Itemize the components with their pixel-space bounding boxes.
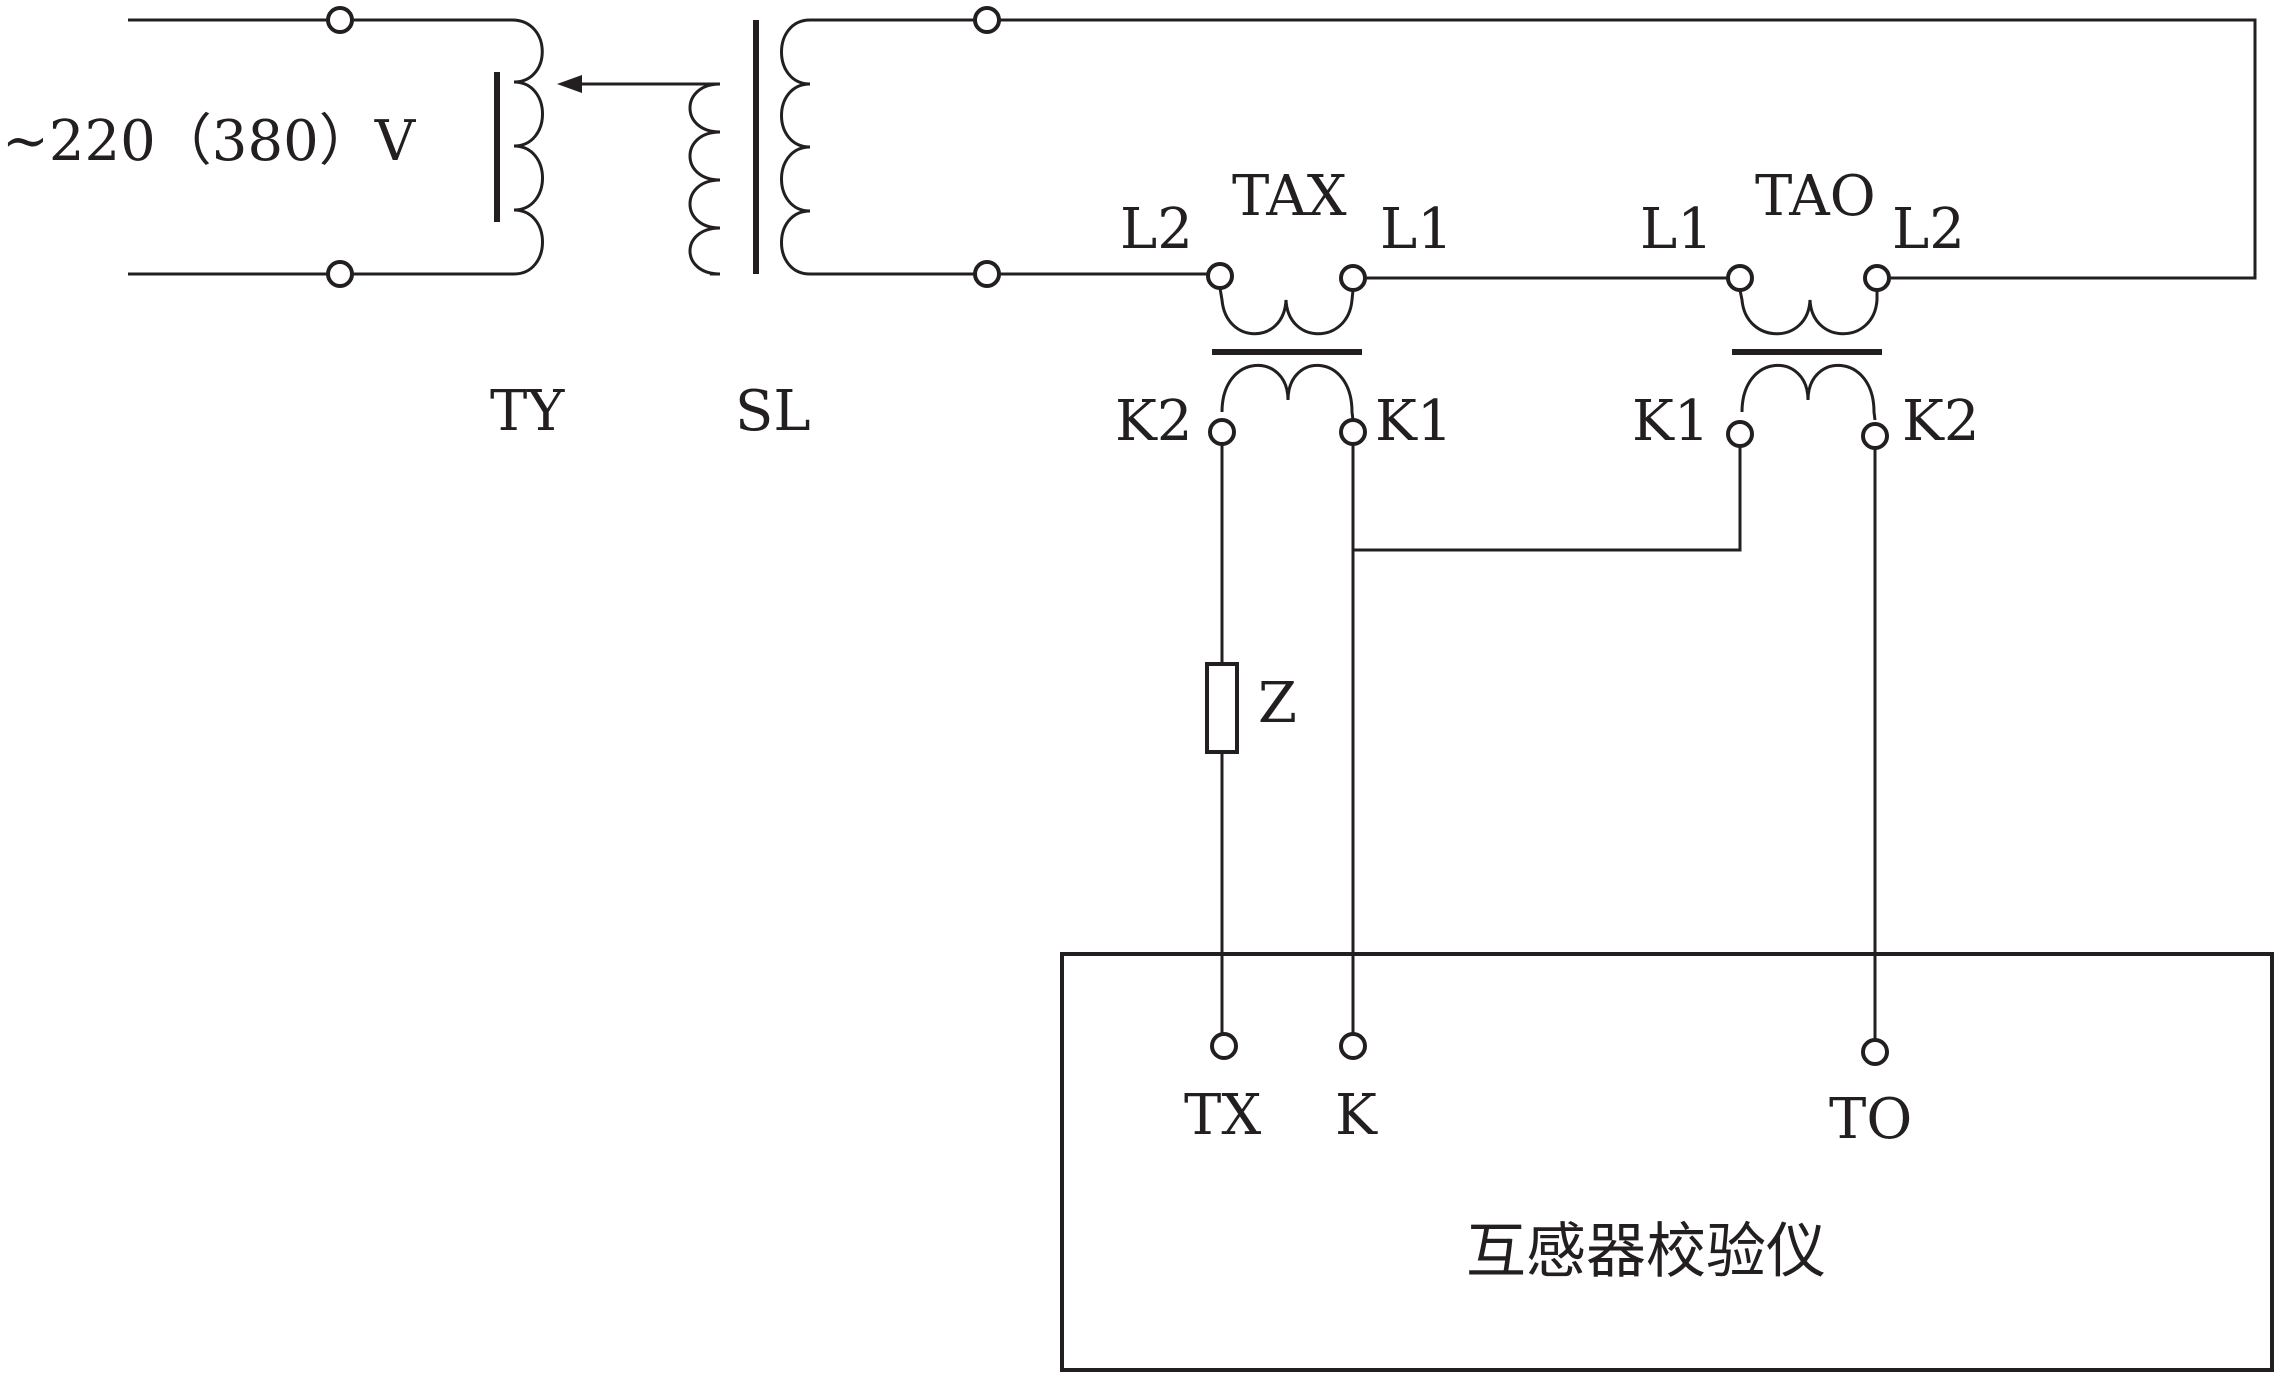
tax-k1-label: K1 bbox=[1375, 389, 1452, 454]
tao-terminal-k1 bbox=[1726, 420, 1754, 448]
tao-terminal-k2 bbox=[1861, 422, 1889, 450]
sl-secondary-coil bbox=[780, 18, 811, 276]
tao-transformer: TAO L1 L2 K1 K2 bbox=[1632, 164, 1979, 454]
sl-terminal-bottom bbox=[973, 260, 1001, 288]
ty-label: TY bbox=[490, 379, 565, 444]
secondary-circuit: Z bbox=[1205, 444, 1877, 1040]
tax-terminal-l1 bbox=[1339, 264, 1367, 292]
tao-terminal-l1 bbox=[1726, 264, 1754, 292]
tao-name-label: TAO bbox=[1755, 164, 1876, 229]
transformer-tester: TX K TO 互感器校验仪 bbox=[1060, 952, 2274, 1372]
tax-k2-label: K2 bbox=[1115, 389, 1192, 454]
tax-l2-label: L2 bbox=[1120, 197, 1193, 262]
ty-wiper-arrow bbox=[557, 75, 582, 93]
tax-name-label: TAX bbox=[1232, 164, 1347, 229]
tester-title: 互感器校验仪 bbox=[1466, 1217, 1826, 1287]
tax-terminal-k1 bbox=[1339, 418, 1367, 446]
tax-primary-winding bbox=[1218, 287, 1355, 336]
sl-step-up-transformer: SL bbox=[688, 6, 1001, 444]
tester-terminal-tx bbox=[1210, 1032, 1238, 1060]
sl-label: SL bbox=[735, 379, 811, 444]
ty-coil bbox=[511, 18, 544, 276]
ty-voltage-regulator: TY bbox=[352, 18, 720, 444]
tao-secondary-winding bbox=[1740, 364, 1877, 421]
supply-terminal-top bbox=[326, 6, 354, 34]
supply-voltage-label: ~220（380）V bbox=[2, 109, 417, 174]
sl-terminal-top bbox=[973, 6, 1001, 34]
tao-l2-label: L2 bbox=[1892, 197, 1965, 262]
tao-l1-label: L1 bbox=[1640, 197, 1713, 262]
tester-to-label: TO bbox=[1829, 1087, 1912, 1152]
tao-k2-label: K2 bbox=[1902, 389, 1979, 454]
tester-terminal-to bbox=[1861, 1038, 1889, 1066]
primary-circuit bbox=[999, 18, 2257, 280]
burden-resistor bbox=[1205, 662, 1239, 754]
tao-k1-label: K1 bbox=[1632, 389, 1709, 454]
tester-tx-label: TX bbox=[1184, 1083, 1261, 1148]
primary-return-wire bbox=[999, 18, 2257, 280]
tax-transformer: TAX L2 L1 K2 K1 bbox=[1115, 164, 1453, 454]
tax-secondary-winding bbox=[1220, 364, 1355, 421]
burden-label: Z bbox=[1258, 671, 1297, 736]
tester-k-label: K bbox=[1335, 1083, 1378, 1148]
supply-input: ~220（380）V bbox=[2, 6, 417, 288]
tester-box bbox=[1060, 952, 2274, 1372]
k1-cross-link bbox=[1353, 446, 1742, 552]
tao-primary-winding bbox=[1738, 289, 1879, 336]
tester-terminal-k bbox=[1339, 1032, 1367, 1060]
tao-terminal-l2 bbox=[1863, 264, 1891, 292]
sl-primary-coil bbox=[688, 82, 721, 276]
tax-terminal-l2 bbox=[1206, 262, 1234, 290]
supply-terminal-bottom bbox=[326, 260, 354, 288]
tax-terminal-k2 bbox=[1208, 418, 1236, 446]
tax-l1-label: L1 bbox=[1380, 197, 1453, 262]
